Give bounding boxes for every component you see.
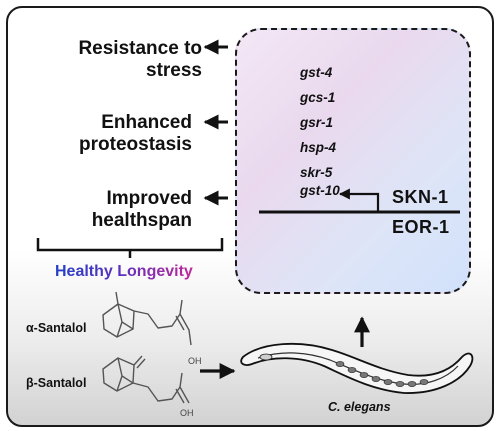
transcription-factor-box	[235, 28, 471, 294]
c-elegans-worm-icon	[240, 342, 474, 394]
promoter-arrow	[259, 188, 460, 214]
beta-santalol-structure	[102, 355, 190, 404]
gene-gst-10: gst-10	[300, 183, 340, 198]
gene-gcs-1: gcs-1	[300, 90, 336, 105]
gene-skr-5: skr-5	[300, 165, 333, 180]
gene-hsp-4: hsp-4	[300, 140, 337, 155]
organism-label: C. elegans	[328, 400, 391, 414]
gene-gsr-1: gsr-1	[300, 115, 334, 130]
healthy-longevity-label: Healthy Longevity	[55, 263, 193, 280]
gene-gst-4: gst-4	[300, 65, 333, 80]
outcome-stress-resistance: Resistance to stress	[78, 38, 202, 81]
tf-skn-1: SKN-1	[392, 187, 449, 207]
outcome-healthspan: Improved healthspan	[91, 188, 192, 231]
tf-eor-1: EOR-1	[392, 217, 450, 237]
compound-beta-santalol: β-Santalol	[26, 376, 87, 390]
healthy-longevity-bracket	[36, 238, 224, 258]
alpha-hydroxyl-label: OH	[188, 356, 202, 366]
compound-alpha-santalol: α-Santalol	[26, 321, 87, 335]
outcome-proteostasis: Enhanced proteostasis	[79, 112, 192, 155]
beta-hydroxyl-label: OH	[180, 408, 194, 418]
alpha-santalol-structure	[102, 291, 192, 346]
